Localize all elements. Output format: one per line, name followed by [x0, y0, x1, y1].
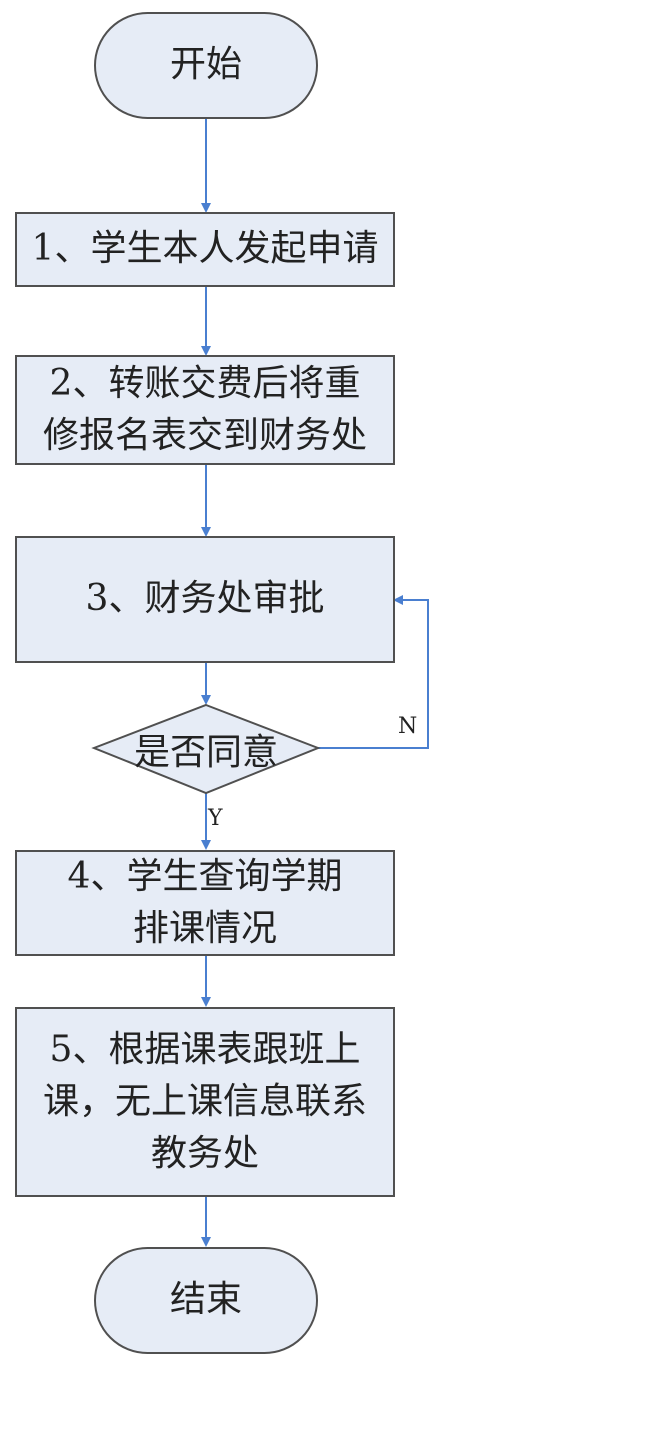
step5-box: 5、根据课表跟班上 课，无上课信息联系 教务处 [15, 1007, 395, 1197]
step1-label: 1、学生本人发起申请 [31, 228, 379, 270]
decision-label-wrap: 是否同意 [94, 705, 318, 793]
step5-label-line2: 课，无上课信息联系 [42, 1080, 367, 1122]
end-label: 结束 [169, 1279, 242, 1321]
step3-box: 3、财务处审批 [15, 536, 395, 663]
step1-box: 1、学生本人发起申请 [15, 212, 395, 287]
step2-box: 2、转账交费后将重 修报名表交到财务处 [15, 355, 395, 465]
step2-label-line1: 2、转账交费后将重 [49, 362, 361, 404]
decision-diamond [91, 703, 321, 795]
end-node: 结束 [94, 1247, 318, 1354]
step4-label-line2: 排课情况 [132, 908, 277, 949]
step5-label-line1: 5、根据课表跟班上 [49, 1028, 361, 1070]
yes-edge-label: Y [208, 806, 223, 831]
no-edge-label: N [398, 714, 418, 739]
start-label: 开始 [169, 44, 242, 86]
step2-label-line2: 修报名表交到财务处 [42, 415, 367, 456]
step4-label-line1: 4、学生查询学期 [67, 855, 343, 897]
start-node: 开始 [94, 12, 318, 119]
step5-label-line3: 教务处 [150, 1133, 259, 1175]
decision-label: 是否同意 [133, 732, 278, 773]
step3-label: 3、财务处审批 [85, 578, 325, 620]
step4-box: 4、学生查询学期 排课情况 [15, 850, 395, 956]
arrow-decision-no-loop [318, 595, 429, 749]
